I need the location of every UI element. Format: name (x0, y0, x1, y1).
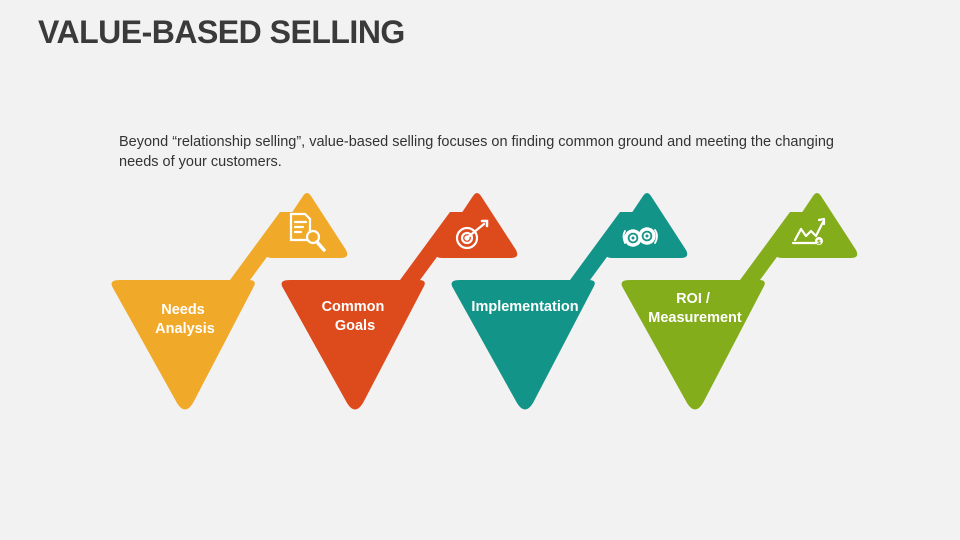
step-roi-measurement: $ ROI / Measurement (621, 193, 858, 410)
step-implementation: Implementation (451, 193, 688, 410)
step-label: Implementation (471, 299, 578, 315)
step-label-line: Implementation (471, 299, 578, 315)
svg-text:$: $ (817, 239, 821, 246)
step-common-goals: Common Goals (281, 193, 518, 410)
gears-icon (622, 227, 658, 247)
step-label: ROI / Measurement (648, 291, 742, 326)
step-label-line: ROI / (676, 291, 710, 307)
step-label-line: Measurement (648, 310, 742, 326)
step-label-line: Analysis (155, 321, 215, 337)
step-needs-analysis: Needs Analysis (111, 193, 348, 410)
target-dart-icon (455, 219, 489, 250)
page-title: VALUE-BASED SELLING (38, 14, 405, 50)
growth-chart-icon: $ (791, 217, 826, 246)
step-label-line: Needs (161, 302, 205, 318)
step-label: Common Goals (322, 299, 389, 334)
description: Beyond “relationship selling”, value-bas… (119, 134, 834, 170)
step-label-line: Goals (335, 318, 375, 334)
step-label-line: Common (322, 299, 385, 315)
document-search-icon (289, 212, 326, 252)
step-label: Needs Analysis (155, 302, 215, 337)
